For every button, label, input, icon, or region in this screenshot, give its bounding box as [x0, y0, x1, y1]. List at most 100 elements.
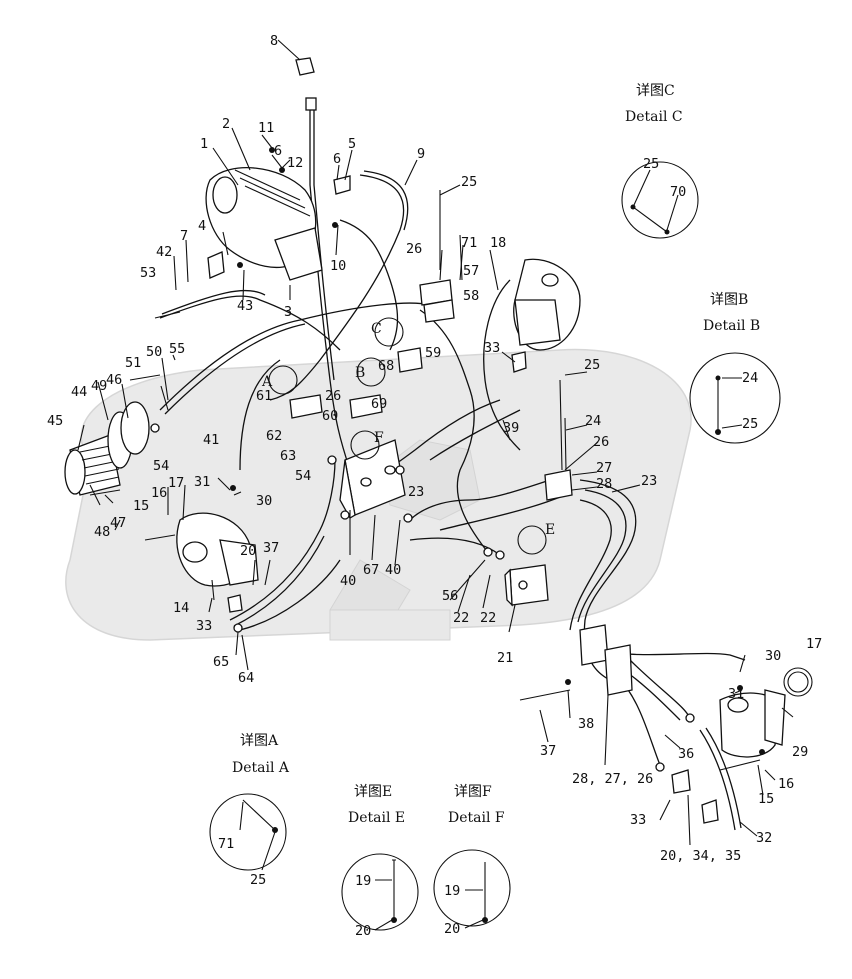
part-label: 22 [480, 610, 496, 626]
part-label: 16 [151, 485, 167, 501]
part-label: 63 [280, 448, 296, 464]
part-label: 67 [363, 562, 379, 578]
part-label: 23 [641, 473, 657, 489]
part-label: 16 [778, 776, 794, 792]
detail-f-cn: 详图F [454, 784, 492, 800]
detail-circle-C [621, 161, 699, 239]
part-label: 1 [200, 136, 208, 152]
part-label: 32 [756, 830, 772, 846]
part-label: 39 [503, 420, 519, 436]
marker-C: C [371, 321, 382, 337]
view-marker-letters: A B C E F [261, 321, 555, 538]
part-label: 58 [463, 288, 479, 304]
part-label: 41 [203, 432, 219, 448]
part-label: 64 [238, 670, 254, 686]
part-label: 29 [792, 744, 808, 760]
part-label: 43 [237, 298, 253, 314]
part-label: 37 [263, 540, 279, 556]
detail-f-en: Detail F [448, 810, 505, 826]
motor-29 [719, 689, 786, 758]
part-label: 11 [258, 120, 274, 136]
part-label: 57 [463, 263, 479, 279]
detail-f-label: 19 [444, 883, 460, 899]
detail-b-label: 25 [742, 416, 758, 432]
part-label: 5 [348, 136, 356, 152]
pump-14 [176, 512, 259, 587]
part-label: 28 [596, 476, 612, 492]
part-label: 18 [490, 235, 506, 251]
detail-c-en: Detail C [625, 109, 683, 125]
part-label: 33 [630, 812, 646, 828]
part-label: 6 [333, 151, 341, 167]
detail-e-cn: 详图E [354, 784, 392, 800]
part-label: 40 [340, 573, 356, 589]
valve-block-21 [504, 564, 549, 607]
detail-headings: 详图C Detail C 详图B Detail B 详图A Detail A 详… [232, 83, 760, 826]
detail-circle-E [341, 853, 419, 931]
view-markers [268, 317, 547, 555]
part-label: 59 [425, 345, 441, 361]
part-label: 2 [222, 116, 230, 132]
part-label: 22 [453, 610, 469, 626]
marker-A: A [261, 374, 273, 390]
part-label: 30 [765, 648, 781, 664]
part-label: 15 [758, 791, 774, 807]
part-label: 28, 27, 26 [572, 771, 653, 787]
part-label: 47 [110, 515, 126, 531]
detail-b-en: Detail B [703, 318, 760, 334]
part-label: 53 [140, 265, 156, 281]
part-label: 33 [196, 618, 212, 634]
part-label: 4 [198, 218, 206, 234]
marker-F: F [374, 430, 384, 446]
part-label: 20 [240, 543, 256, 559]
detail-inner-labels: 25 70 24 25 71 25 19 20 19 20 [218, 156, 758, 939]
part-label: 71 [461, 235, 477, 251]
suction-filter-45 [64, 401, 150, 496]
part-label: 56 [442, 588, 458, 604]
part-label: 20, 34, 35 [660, 848, 741, 864]
detail-c-cn: 详图C [636, 83, 675, 99]
part-label: 48 [94, 524, 110, 540]
part-label: 6 [274, 143, 282, 159]
part-label: 65 [213, 654, 229, 670]
valve-block-67 [339, 439, 406, 519]
part-label: 3 [284, 304, 292, 320]
part-label: 49 [91, 378, 107, 394]
filter-assembly [205, 167, 323, 281]
detail-a-label: 25 [250, 872, 266, 888]
part-label: 23 [408, 484, 424, 500]
part-label: 33 [484, 340, 500, 356]
part-label: 26 [325, 388, 341, 404]
part-label: 17 [806, 636, 822, 652]
part-label: 50 [146, 344, 162, 360]
detail-c-label: 25 [643, 156, 659, 172]
marker-B: B [355, 365, 365, 381]
part-label: 26 [406, 241, 422, 257]
part-label: 42 [156, 244, 172, 260]
part-label: 36 [678, 746, 694, 762]
detail-circle-A [209, 793, 287, 871]
detail-a-label: 71 [218, 836, 234, 852]
part-label: 9 [417, 146, 425, 162]
part-label: 40 [385, 562, 401, 578]
part-label: 68 [378, 358, 394, 374]
part-label: 55 [169, 341, 185, 357]
part-label: 61 [256, 388, 272, 404]
part-label: 54 [153, 458, 169, 474]
part-label: 44 [71, 384, 87, 400]
marker-E: E [545, 522, 555, 538]
manifold-blocks [289, 279, 633, 696]
part-label: 8 [270, 33, 278, 49]
part-label: 69 [371, 396, 387, 412]
ring-17 [783, 667, 813, 697]
detail-a-en: Detail A [232, 760, 290, 776]
detail-circle-B [689, 352, 781, 444]
detail-circle-F [433, 849, 511, 929]
part-label: 21 [497, 650, 513, 666]
part-label: 14 [173, 600, 189, 616]
part-label: 7 [180, 228, 188, 244]
part-label: 17 [168, 475, 184, 491]
part-number-labels: 8 1 2 11 6 12 4 7 42 53 43 3 6 5 9 10 25… [47, 33, 822, 864]
small-fittings [89, 57, 765, 824]
